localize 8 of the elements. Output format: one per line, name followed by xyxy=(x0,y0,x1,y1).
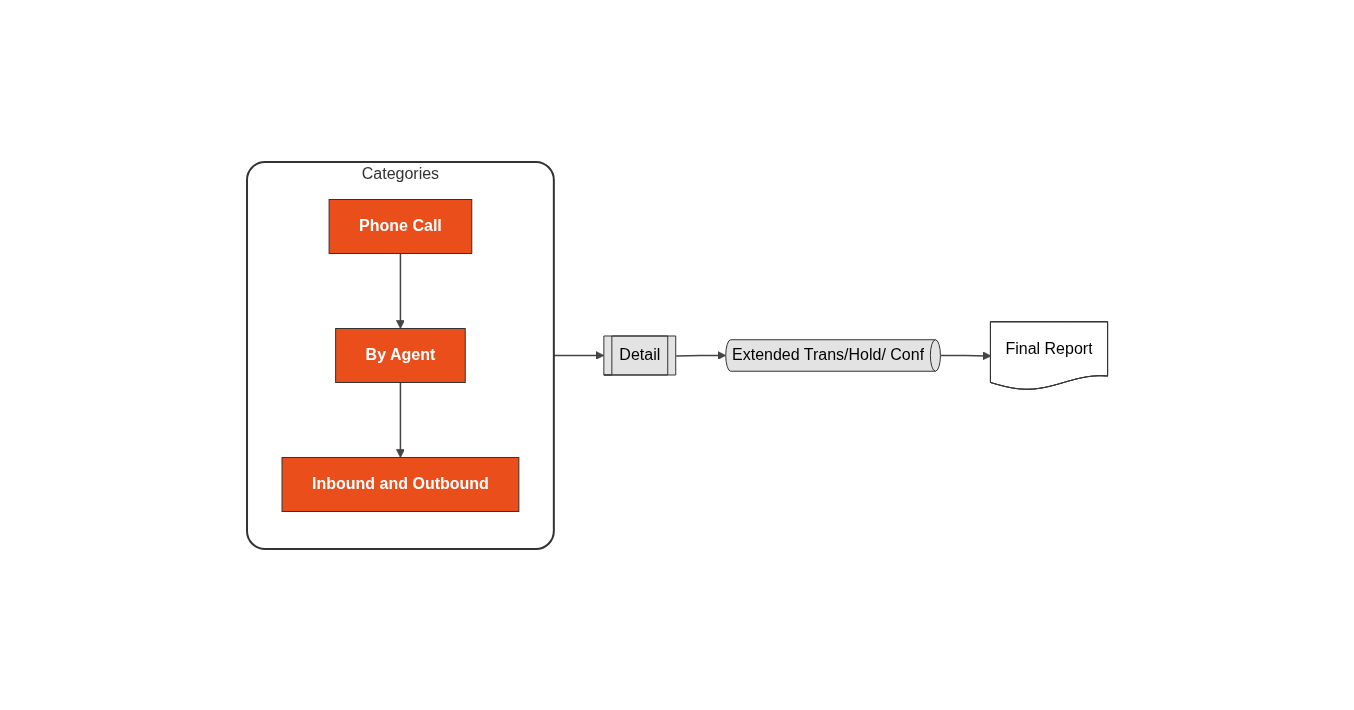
node-box: Inbound and Outbound xyxy=(281,456,520,512)
node-box: Phone Call xyxy=(328,198,472,254)
arrow xyxy=(675,350,726,360)
arrow xyxy=(395,252,405,329)
node-box: By Agent xyxy=(334,327,466,383)
node-text: Extended Trans/Hold/ Conf xyxy=(731,345,924,363)
arrow xyxy=(395,381,405,458)
arrow xyxy=(939,350,992,360)
